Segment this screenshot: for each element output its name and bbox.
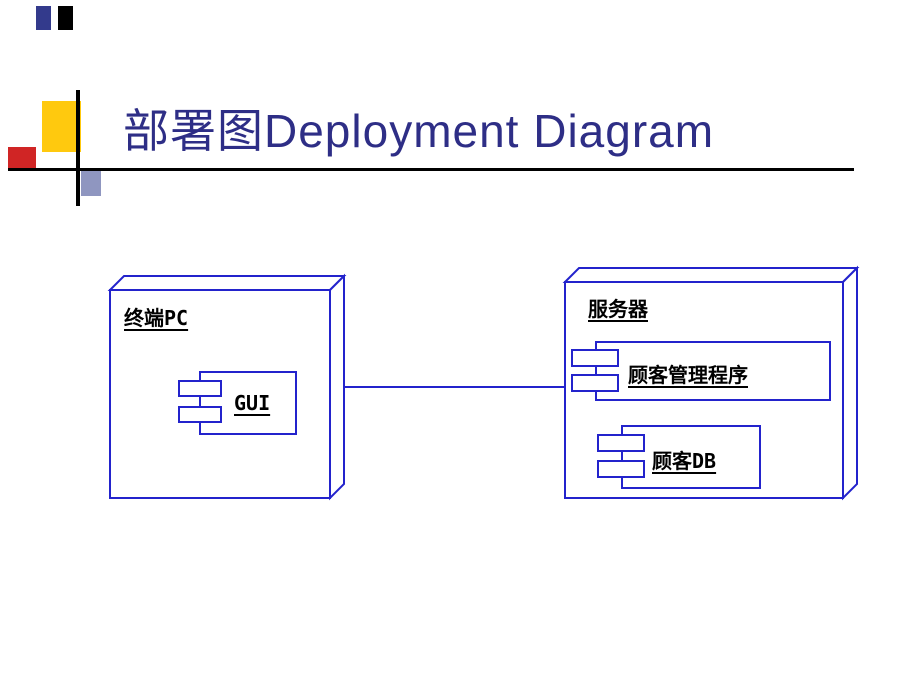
- component-customer-mgmt-tab-bottom: [571, 374, 619, 392]
- component-customer-mgmt-tab-top: [571, 349, 619, 367]
- deco-horizontal-line: [8, 168, 854, 171]
- component-customer-db-label: 顾客DB: [652, 449, 717, 473]
- deco-square-black: [58, 6, 73, 30]
- node-server-top-face: [562, 267, 860, 283]
- deco-yellow-square: [42, 101, 81, 152]
- node-server-label: 服务器: [588, 297, 648, 321]
- component-customer-mgmt-symbol: [571, 341, 831, 401]
- deco-red-square: [8, 147, 36, 168]
- node-server-side-face: [842, 265, 858, 501]
- component-gui-symbol: [178, 371, 297, 435]
- node-terminal-pc-top-face: [107, 275, 347, 291]
- component-customer-db-symbol: [597, 425, 761, 489]
- component-customer-db-tab-bottom: [597, 460, 645, 478]
- component-customer-mgmt-body: [595, 341, 831, 401]
- node-terminal-pc-side-face: [329, 273, 345, 501]
- slide-title: 部署图Deployment Diagram: [123, 105, 715, 157]
- component-customer-db-tab-top: [597, 434, 645, 452]
- node-terminal-pc-label: 终端PC: [124, 306, 189, 330]
- component-customer-mgmt-label: 顾客管理程序: [628, 363, 748, 387]
- component-gui-tab-top: [178, 380, 222, 397]
- deco-gray-square: [81, 171, 101, 196]
- component-gui-tab-bottom: [178, 406, 222, 423]
- deco-vertical-line: [76, 90, 80, 206]
- component-gui-label: GUI: [234, 391, 271, 415]
- node-terminal-pc-box: [107, 273, 347, 501]
- deco-square-navy: [36, 6, 51, 30]
- node-server-box: [562, 265, 860, 501]
